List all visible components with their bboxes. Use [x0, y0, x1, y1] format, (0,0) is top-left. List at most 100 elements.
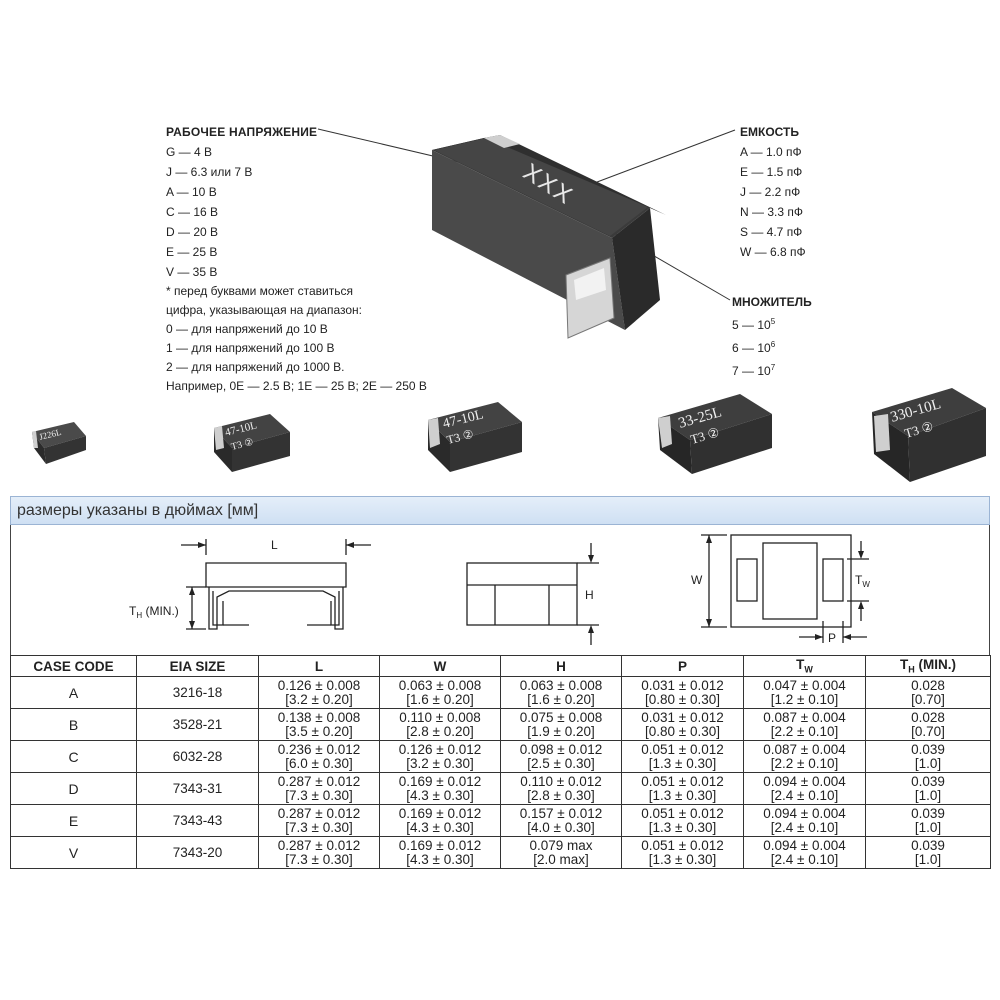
- voltage-header: РАБОЧЕЕ НАПРЯЖЕНИЕ: [166, 125, 318, 139]
- col-header: H: [500, 655, 622, 677]
- dimension-cell: 0.157 ± 0.012[4.0 ± 0.30]: [500, 804, 622, 837]
- chip-photo-a: J226L: [32, 422, 86, 464]
- case-code-cell: V: [10, 836, 137, 869]
- chip-photo-b: 47-10L T3 ②: [214, 414, 290, 472]
- col-header: TH (MIN.): [865, 655, 991, 677]
- dimension-cell: 0.079 max[2.0 max]: [500, 836, 622, 869]
- capacitance-item: S — 4.7 пФ: [740, 225, 803, 239]
- dimension-cell: 0.138 ± 0.008[3.5 ± 0.20]: [258, 708, 380, 741]
- dimension-cell: 0.039[1.0]: [865, 740, 991, 773]
- dimension-cell: 0.075 ± 0.008[1.9 ± 0.20]: [500, 708, 622, 741]
- dimension-cell: 0.028[0.70]: [865, 708, 991, 741]
- voltage-item: G — 4 В: [166, 145, 213, 159]
- multiplier-item: 6 — 106: [732, 340, 776, 355]
- dimension-cell: 0.051 ± 0.012[1.3 ± 0.30]: [621, 772, 744, 805]
- capacitance-legend: ЕМКОСТЬ A — 1.0 пФ E — 1.5 пФ J — 2.2 пФ…: [740, 122, 806, 262]
- voltage-note: Например, 0E — 2.5 В; 1E — 25 В; 2E — 25…: [166, 379, 427, 393]
- dimension-cell: 0.039[1.0]: [865, 836, 991, 869]
- chip-photo-e: 330-10L T3 ②: [872, 388, 986, 482]
- dimension-cell: 0.094 ± 0.004[2.4 ± 0.10]: [743, 772, 866, 805]
- col-header: TW: [743, 655, 866, 677]
- dimension-cell: 0.094 ± 0.004[2.4 ± 0.10]: [743, 804, 866, 837]
- voltage-item: C — 16 В: [166, 205, 219, 219]
- chip-photo-c: 47-10L T3 ②: [428, 402, 522, 472]
- dimension-cell: 0.051 ± 0.012[1.3 ± 0.30]: [621, 804, 744, 837]
- dim-label-h: H: [585, 588, 594, 602]
- eia-size-cell: 7343-20: [136, 836, 259, 869]
- capacitance-item: J — 2.2 пФ: [740, 185, 801, 199]
- dimension-cell: 0.287 ± 0.012[7.3 ± 0.30]: [258, 836, 380, 869]
- capacitance-item: N — 3.3 пФ: [740, 205, 803, 219]
- dimension-cell: 0.031 ± 0.012[0.80 ± 0.30]: [621, 676, 744, 709]
- dimension-cell: 0.169 ± 0.012[4.3 ± 0.30]: [379, 772, 501, 805]
- dimension-cell: 0.094 ± 0.004[2.4 ± 0.10]: [743, 836, 866, 869]
- voltage-note: * перед буквами может ставиться: [166, 284, 353, 298]
- dim-label-th: TH (MIN.): [129, 604, 179, 620]
- voltage-item: E — 25 В: [166, 245, 218, 259]
- dim-label-w: W: [691, 573, 703, 587]
- capacitor-marking-illustration: XXX: [317, 128, 736, 339]
- dimension-drawings-svg: L TH (MIN.) H W TW P: [129, 534, 870, 645]
- dimension-cell: 0.126 ± 0.012[3.2 ± 0.30]: [379, 740, 501, 773]
- voltage-item: V — 35 В: [166, 265, 218, 279]
- dim-label-p: P: [828, 631, 836, 645]
- dimension-cell: 0.287 ± 0.012[7.3 ± 0.30]: [258, 772, 380, 805]
- eia-size-cell: 3528-21: [136, 708, 259, 741]
- dimension-cell: 0.110 ± 0.012[2.8 ± 0.30]: [500, 772, 622, 805]
- voltage-legend: РАБОЧЕЕ НАПРЯЖЕНИЕ G — 4 В J — 6.3 или 7…: [166, 122, 427, 396]
- dim-label-tw: TW: [855, 573, 870, 589]
- col-header: EIA SIZE: [136, 655, 259, 677]
- capacitance-header: ЕМКОСТЬ: [740, 125, 799, 139]
- dimension-cell: 0.051 ± 0.012[1.3 ± 0.30]: [621, 836, 744, 869]
- eia-size-cell: 6032-28: [136, 740, 259, 773]
- col-header: P: [621, 655, 744, 677]
- col-header: W: [379, 655, 501, 677]
- voltage-note: цифра, указывающая на диапазон:: [166, 303, 362, 317]
- dimension-cell: 0.236 ± 0.012[6.0 ± 0.30]: [258, 740, 380, 773]
- dim-label-l: L: [271, 538, 278, 552]
- chip-photo-d: 33-25L T3 ②: [658, 394, 772, 474]
- case-code-cell: E: [10, 804, 137, 837]
- capacitance-item: E — 1.5 пФ: [740, 165, 803, 179]
- chip-label: T3 ②: [445, 427, 475, 447]
- dimension-cell: 0.063 ± 0.008[1.6 ± 0.20]: [379, 676, 501, 709]
- multiplier-item: 5 — 105: [732, 317, 776, 332]
- voltage-item: J — 6.3 или 7 В: [166, 165, 253, 179]
- dimension-cell: 0.039[1.0]: [865, 772, 991, 805]
- voltage-item: D — 20 В: [166, 225, 219, 239]
- voltage-note: 0 — для напряжений до 10 В: [166, 322, 328, 336]
- dimension-cell: 0.031 ± 0.012[0.80 ± 0.30]: [621, 708, 744, 741]
- voltage-note: 2 — для напряжений до 1000 В.: [166, 360, 345, 374]
- units-banner: размеры указаны в дюймах [мм]: [10, 496, 990, 525]
- multiplier-legend: МНОЖИТЕЛЬ 5 — 105 6 — 106 7 — 107: [732, 292, 812, 381]
- eia-size-cell: 7343-43: [136, 804, 259, 837]
- case-code-cell: A: [10, 676, 137, 709]
- dimension-cell: 0.169 ± 0.012[4.3 ± 0.30]: [379, 836, 501, 869]
- dimension-cell: 0.098 ± 0.012[2.5 ± 0.30]: [500, 740, 622, 773]
- chip-label: T3 ②: [230, 437, 255, 453]
- dimension-cell: 0.126 ± 0.008[3.2 ± 0.20]: [258, 676, 380, 709]
- case-code-cell: C: [10, 740, 137, 773]
- voltage-note: 1 — для напряжений до 100 В: [166, 341, 335, 355]
- capacitance-item: A — 1.0 пФ: [740, 145, 802, 159]
- dimension-cell: 0.087 ± 0.004[2.2 ± 0.10]: [743, 740, 866, 773]
- multiplier-header: МНОЖИТЕЛЬ: [732, 295, 812, 309]
- dimension-cell: 0.047 ± 0.004[1.2 ± 0.10]: [743, 676, 866, 709]
- col-header: CASE CODE: [10, 655, 137, 677]
- case-size-table: CASE CODE EIA SIZE L W H P TW TH (MIN.) …: [10, 655, 991, 869]
- case-code-cell: B: [10, 708, 137, 741]
- dimension-cell: 0.039[1.0]: [865, 804, 991, 837]
- dimension-cell: 0.287 ± 0.012[7.3 ± 0.30]: [258, 804, 380, 837]
- multiplier-item: 7 — 107: [732, 363, 776, 378]
- voltage-item: A — 10 В: [166, 185, 217, 199]
- dimension-cell: 0.051 ± 0.012[1.3 ± 0.30]: [621, 740, 744, 773]
- dimension-cell: 0.087 ± 0.004[2.2 ± 0.10]: [743, 708, 866, 741]
- table-header-row: CASE CODE EIA SIZE L W H P TW TH (MIN.): [10, 655, 991, 677]
- dimension-cell: 0.169 ± 0.012[4.3 ± 0.30]: [379, 804, 501, 837]
